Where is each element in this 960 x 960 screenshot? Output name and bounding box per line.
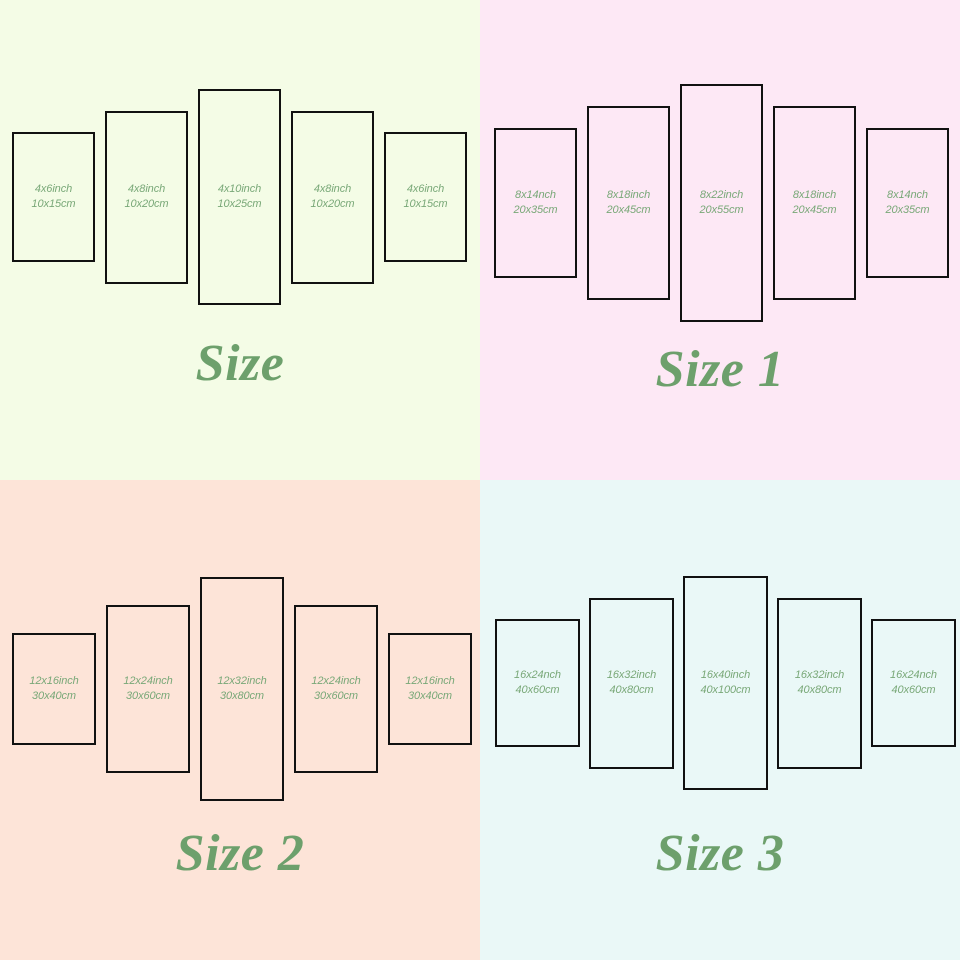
canvas-panel: 16x24nch 40x60cm bbox=[871, 619, 956, 747]
canvas-panel: 4x6inch 10x15cm bbox=[12, 132, 95, 262]
panel-size-label: 12x16inch 30x40cm bbox=[29, 674, 78, 703]
panel-size-inch: 16x32inch bbox=[606, 669, 657, 682]
panel-size-inch: 12x24inch bbox=[123, 675, 173, 688]
canvas-panel: 12x24inch 30x60cm bbox=[106, 605, 190, 773]
panel-size-cm: 40x80cm bbox=[609, 684, 654, 696]
panel-size-cm: 10x20cm bbox=[124, 198, 169, 210]
panel-size-inch: 4x10inch bbox=[217, 183, 262, 196]
canvas-panel: 8x22inch 20x55cm bbox=[680, 84, 763, 322]
panel-row: 4x6inch 10x15cm 4x8inch 10x20cm 4x10inch 10x2… bbox=[0, 0, 480, 480]
panel-size-label: 8x14nch 20x35cm bbox=[886, 188, 930, 217]
canvas-panel: 16x32inch 40x80cm bbox=[589, 597, 674, 769]
panel-size-inch: 8x14nch bbox=[515, 189, 556, 202]
panel-row: 16x24nch 40x60cm 16x32inch 40x80cm 16x40inch… bbox=[480, 480, 960, 960]
panel-size-inch: 16x32inch bbox=[794, 669, 845, 682]
panel-size-label: 8x18inch 20x45cm bbox=[793, 188, 837, 217]
canvas-panel: 4x8inch 10x20cm bbox=[105, 110, 188, 284]
quadrant-size-3: 16x24nch 40x60cm 16x32inch 40x80cm 16x40inch… bbox=[480, 480, 960, 960]
panel-size-inch: 8x22inch bbox=[699, 189, 744, 202]
panel-size-inch: 12x16inch bbox=[405, 675, 455, 688]
panel-size-cm: 10x15cm bbox=[31, 198, 76, 210]
panel-size-cm: 40x60cm bbox=[891, 684, 936, 696]
panel-size-cm: 20x45cm bbox=[792, 204, 837, 216]
panel-size-cm: 20x55cm bbox=[699, 204, 744, 216]
panel-size-cm: 10x20cm bbox=[310, 198, 355, 210]
panel-size-label: 12x24inch 30x60cm bbox=[311, 674, 360, 703]
panel-size-label: 4x6inch 10x15cm bbox=[32, 182, 76, 211]
panel-size-label: 12x24inch 30x60cm bbox=[123, 674, 172, 703]
panel-size-label: 4x8inch 10x20cm bbox=[311, 182, 355, 211]
panel-size-inch: 8x18inch bbox=[606, 189, 651, 202]
panel-size-cm: 40x100cm bbox=[700, 684, 751, 696]
panel-size-label: 16x24nch 40x60cm bbox=[514, 668, 561, 697]
panel-size-inch: 4x8inch bbox=[313, 183, 352, 196]
panel-size-inch: 16x24nch bbox=[890, 669, 937, 682]
canvas-panel: 8x18inch 20x45cm bbox=[587, 106, 670, 300]
panel-size-label: 12x16inch 30x40cm bbox=[405, 674, 454, 703]
panel-size-cm: 40x60cm bbox=[515, 684, 560, 696]
panel-row: 12x16inch 30x40cm 12x24inch 30x60cm 12x32inc… bbox=[0, 480, 480, 960]
canvas-panel: 12x32inch 30x80cm bbox=[200, 577, 284, 801]
panel-size-inch: 4x8inch bbox=[127, 183, 166, 196]
panel-size-cm: 20x35cm bbox=[885, 204, 930, 216]
panel-size-inch: 16x24nch bbox=[514, 669, 561, 682]
panel-size-cm: 30x80cm bbox=[220, 690, 264, 702]
panel-size-inch: 8x18inch bbox=[792, 189, 837, 202]
panel-size-label: 16x40inch 40x100cm bbox=[701, 668, 751, 697]
panel-size-inch: 8x14nch bbox=[887, 189, 928, 202]
canvas-panel: 8x14nch 20x35cm bbox=[866, 128, 949, 278]
panel-size-cm: 10x25cm bbox=[217, 198, 262, 210]
panel-size-label: 4x10inch 10x25cm bbox=[218, 182, 262, 211]
panel-size-label: 8x22inch 20x55cm bbox=[700, 188, 744, 217]
panel-size-inch: 12x24inch bbox=[311, 675, 361, 688]
panel-size-cm: 20x45cm bbox=[606, 204, 651, 216]
panel-size-label: 12x32inch 30x80cm bbox=[217, 674, 266, 703]
panel-size-cm: 40x80cm bbox=[797, 684, 842, 696]
quadrant-heading: Size 1 bbox=[655, 341, 785, 398]
panel-size-label: 16x32inch 40x80cm bbox=[607, 668, 656, 697]
quadrant-size-1: 8x14nch 20x35cm 8x18inch 20x45cm 8x22inch 20x… bbox=[480, 0, 960, 480]
quadrant-size-base: 4x6inch 10x15cm 4x8inch 10x20cm 4x10inch 10x2… bbox=[0, 0, 480, 480]
panel-size-cm: 30x40cm bbox=[408, 690, 452, 702]
canvas-panel: 16x32inch 40x80cm bbox=[777, 597, 862, 769]
panel-size-inch: 12x16inch bbox=[29, 675, 79, 688]
quadrant-heading: Size 2 bbox=[175, 825, 305, 882]
panel-size-label: 8x14nch 20x35cm bbox=[514, 188, 558, 217]
canvas-panel: 4x8inch 10x20cm bbox=[291, 110, 374, 284]
panel-size-label: 16x32inch 40x80cm bbox=[795, 668, 844, 697]
canvas-panel: 16x40inch 40x100cm bbox=[683, 576, 768, 790]
canvas-panel: 12x24inch 30x60cm bbox=[294, 605, 378, 773]
panel-size-inch: 4x6inch bbox=[406, 183, 445, 196]
canvas-panel: 12x16inch 30x40cm bbox=[388, 633, 472, 745]
canvas-panel: 12x16inch 30x40cm bbox=[12, 633, 96, 745]
canvas-panel: 4x10inch 10x25cm bbox=[198, 89, 281, 305]
quadrant-size-2: 12x16inch 30x40cm 12x24inch 30x60cm 12x32inc… bbox=[0, 480, 480, 960]
panel-size-inch: 16x40inch bbox=[700, 669, 751, 682]
panel-size-label: 4x6inch 10x15cm bbox=[404, 182, 448, 211]
panel-row: 8x14nch 20x35cm 8x18inch 20x45cm 8x22inch 20x… bbox=[480, 0, 960, 480]
panel-size-inch: 12x32inch bbox=[217, 675, 267, 688]
panel-size-label: 8x18inch 20x45cm bbox=[607, 188, 651, 217]
canvas-panel: 4x6inch 10x15cm bbox=[384, 132, 467, 262]
panel-size-inch: 4x6inch bbox=[34, 183, 73, 196]
panel-size-cm: 30x40cm bbox=[32, 690, 76, 702]
canvas-panel: 8x18inch 20x45cm bbox=[773, 106, 856, 300]
panel-size-cm: 20x35cm bbox=[513, 204, 558, 216]
panel-size-label: 16x24nch 40x60cm bbox=[890, 668, 937, 697]
canvas-panel: 16x24nch 40x60cm bbox=[495, 619, 580, 747]
panel-size-cm: 10x15cm bbox=[403, 198, 448, 210]
quadrant-heading: Size bbox=[195, 335, 285, 392]
quadrant-heading: Size 3 bbox=[655, 825, 785, 882]
panel-size-cm: 30x60cm bbox=[314, 690, 358, 702]
canvas-panel: 8x14nch 20x35cm bbox=[494, 128, 577, 278]
panel-size-cm: 30x60cm bbox=[126, 690, 170, 702]
panel-size-label: 4x8inch 10x20cm bbox=[125, 182, 169, 211]
